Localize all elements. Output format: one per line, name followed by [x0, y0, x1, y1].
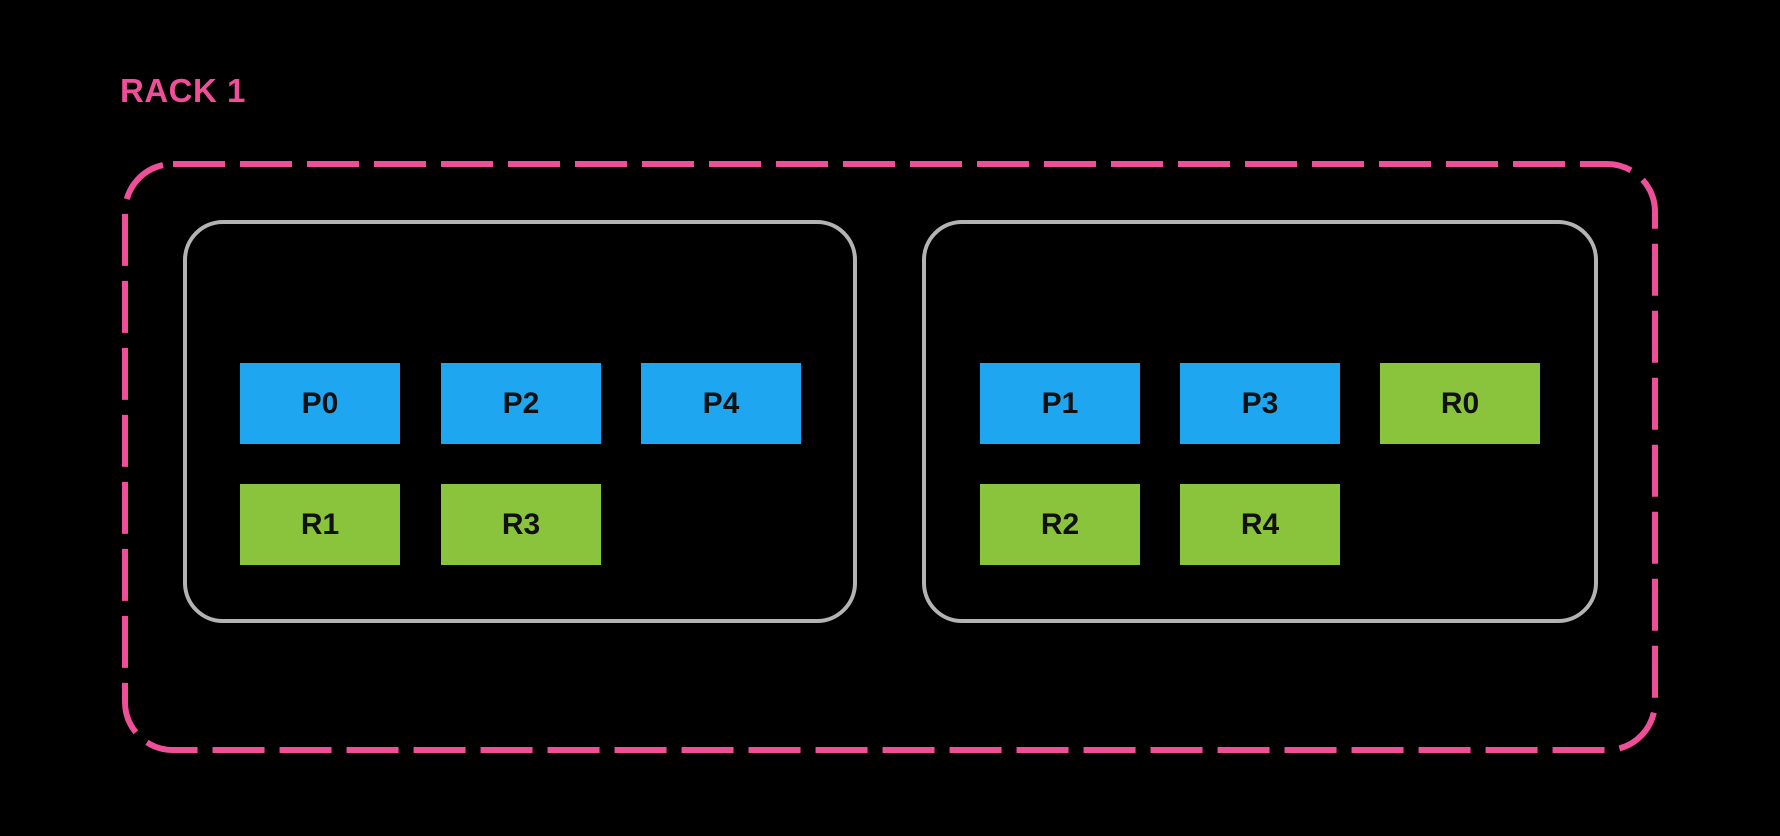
node-R4: R4 — [1180, 484, 1340, 565]
node-R3: R3 — [441, 484, 601, 565]
node-P3: P3 — [1180, 363, 1340, 444]
node-P4: P4 — [641, 363, 801, 444]
node-P0: P0 — [240, 363, 400, 444]
node-R1: R1 — [240, 484, 400, 565]
node-R2: R2 — [980, 484, 1140, 565]
rack-title: RACK 1 — [120, 72, 246, 109]
host-panel-right — [922, 220, 1598, 623]
rack-dashed-outline — [122, 161, 1658, 753]
node-P2: P2 — [441, 363, 601, 444]
node-R0: R0 — [1380, 363, 1540, 444]
node-P1: P1 — [980, 363, 1140, 444]
host-panel-left — [183, 220, 857, 623]
